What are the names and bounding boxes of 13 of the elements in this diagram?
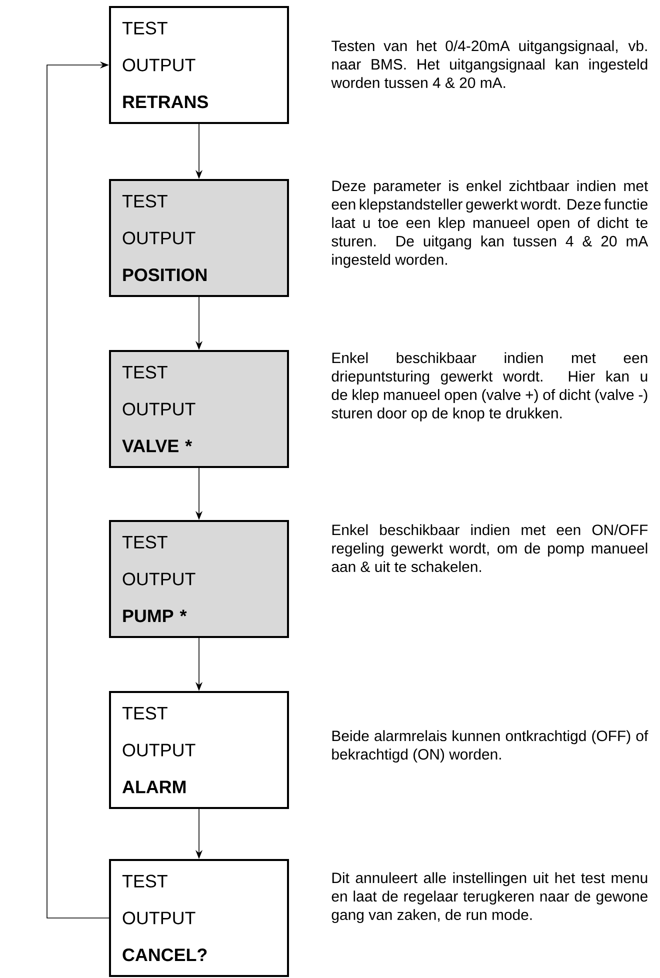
description-text: Testen van het 0/4-20mA uitgangsignaal, vb. naar BMS. Het uitgangsignaal kan ingesteld worden tussen 4 & 20 mA.	[331, 40, 648, 88]
menu-box: TEST OUTPUT PUMP *	[109, 520, 289, 638]
description-text: Enkel beschikbaar indien met een driepuntsturing gewerkt wordt. Hier kan u de klep manueel open (valve +) of dicht (valve -) sturen door op de knop te drukken.	[332, 352, 648, 422]
menu-box: TEST OUTPUT RETRANS	[109, 6, 289, 124]
description-text: Deze parameter is enkel zichtbaar indien met een klepstandsteller gewerkt wordt. Deze functie laat u toe een klep manueel open of dicht te sturen. De uitgang kan tussen 4 & 20 mA ingesteld worden.	[332, 180, 648, 268]
menu-box: TEST OUTPUT VALVE *	[109, 350, 289, 468]
menu-box: TEST OUTPUT POSITION	[109, 179, 289, 297]
description-text: Dit annuleert alle instellingen uit het test menu en laat de regelaar terugkeren naar de gewone gang van zaken, de run mode.	[332, 872, 648, 923]
menu-box: TEST OUTPUT ALARM	[109, 691, 289, 809]
arrow	[46, 61, 110, 918]
menu-box: TEST OUTPUT CANCEL?	[109, 859, 289, 977]
description-text: Beide alarmrelais kunnen ontkrachtigd (OFF) of bekrachtigd (ON) worden.	[332, 730, 648, 763]
description-text: Enkel beschikbaar indien met een ON/OFF regeling gewerkt wordt, om de pomp manueel aan & uit te schakelen.	[332, 524, 648, 572]
